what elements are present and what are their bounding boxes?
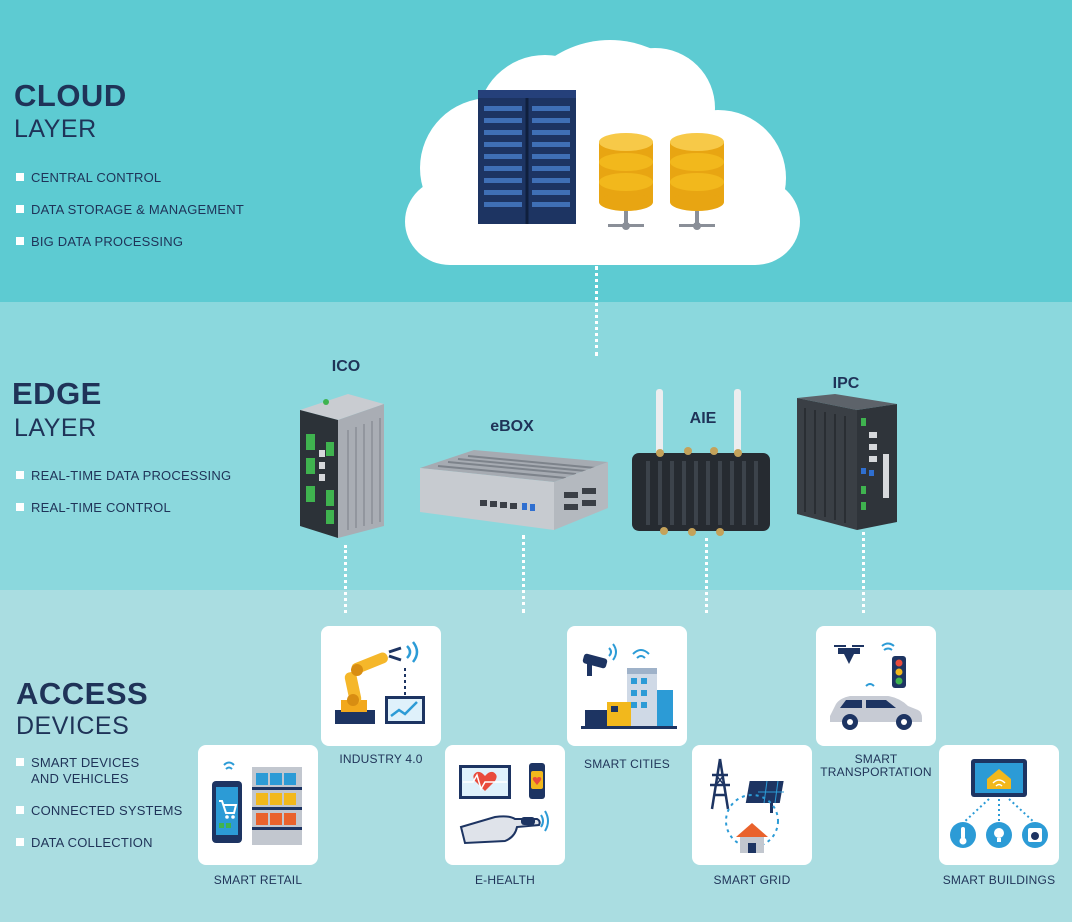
edge-layer-subtitle: LAYER [14,414,97,442]
shopping-cart-phone-icon [212,761,302,845]
card-label-buildings: SMART BUILDINGS [942,873,1056,887]
smart-home-tablet-icon [950,759,1048,848]
access-bullet: DATA COLLECTION [16,835,182,851]
edge-bullet-list: REAL-TIME DATA PROCESSING REAL-TIME CONT… [16,468,231,516]
robot-arm-icon [335,641,425,724]
aie-connector [705,538,708,613]
card-smart-transportation [816,626,936,746]
ipc-connector [862,532,865,613]
card-smart-retail [198,745,318,865]
device-label-ipc: IPC [832,375,860,392]
access-bullet-list: SMART DEVICES AND VEHICLES CONNECTED SYS… [16,755,182,851]
car-drone-traffic-icon [830,642,922,730]
health-monitor-icon [459,763,549,845]
ico-connector [344,545,347,613]
card-smart-buildings [939,745,1059,865]
device-label-ico: ICO [331,358,361,375]
access-layer-subtitle: DEVICES [16,712,130,740]
edge-layer-band [0,302,1072,590]
ebox-device-graphic [420,450,608,530]
card-label-transportation: SMART TRANSPORTATION [820,752,932,779]
card-label-grid: SMART GRID [713,873,791,887]
ipc-device-graphic [797,394,897,530]
database-icon [670,133,724,230]
cloud-edge-connector [595,266,598,356]
card-smart-cities [567,626,687,746]
access-layer-title: ACCESS [16,676,149,711]
cloud-layer-subtitle: LAYER [14,115,97,143]
cloud-bullet: DATA STORAGE & MANAGEMENT [16,202,244,218]
cloud-graphic [405,40,800,265]
card-industry-4-0 [321,626,441,746]
edge-bullet: REAL-TIME DATA PROCESSING [16,468,231,484]
card-smart-grid [692,745,812,865]
aie-device-graphic [632,389,770,536]
edge-layer-title: EDGE [12,376,102,411]
cloud-bullet: CENTRAL CONTROL [16,170,244,186]
device-label-aie: AIE [689,410,717,427]
card-label-retail: SMART RETAIL [213,873,303,887]
edge-bullet: REAL-TIME CONTROL [16,500,231,516]
power-grid-icon [710,758,784,853]
ico-device-graphic [300,394,384,538]
city-buildings-icon [581,643,677,729]
card-label-cities: SMART CITIES [584,757,670,771]
card-label-ehealth: E-HEALTH [474,873,536,887]
ebox-connector [522,535,525,613]
cloud-layer-title: CLOUD [14,78,127,113]
device-label-ebox: eBOX [490,418,534,435]
cloud-bullet-list: CENTRAL CONTROL DATA STORAGE & MANAGEMEN… [16,170,244,250]
access-bullet: CONNECTED SYSTEMS [16,803,182,819]
database-icon [599,133,653,230]
server-rack-icon [478,90,576,224]
access-bullet: SMART DEVICES AND VEHICLES [16,755,182,787]
card-e-health [445,745,565,865]
cloud-bullet: BIG DATA PROCESSING [16,234,244,250]
card-label-industry: INDUSTRY 4.0 [339,752,423,766]
